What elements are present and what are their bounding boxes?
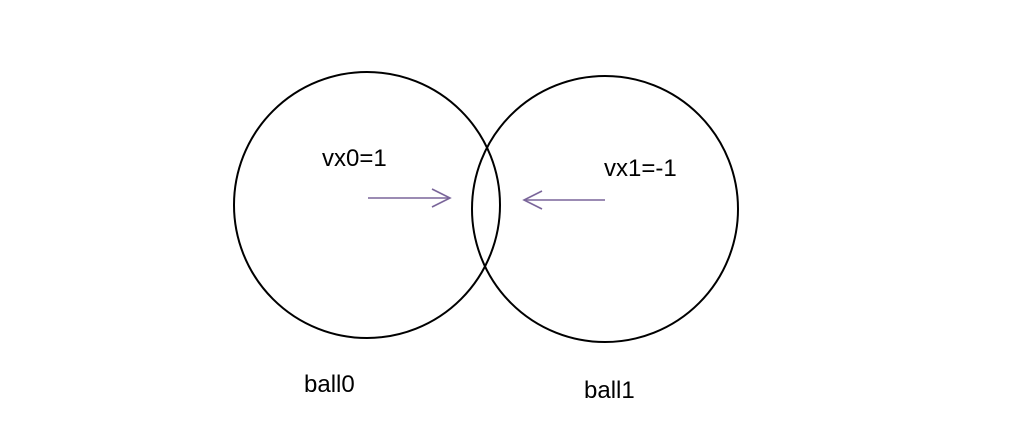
ball0-velocity-label: vx0=1 [322,145,387,172]
ball1-velocity-label: vx1=-1 [604,155,677,182]
ball1-label: ball1 [584,377,635,404]
ball1-group: vx1=-1 ball1 [471,75,739,404]
ball0-group: vx0=1 ball0 [233,71,501,398]
ball0-circle [233,71,501,339]
ball1-velocity-arrow [522,190,605,210]
ball0-label: ball0 [304,371,355,398]
ball0-velocity-arrow [368,188,452,208]
ball1-circle [471,75,739,343]
